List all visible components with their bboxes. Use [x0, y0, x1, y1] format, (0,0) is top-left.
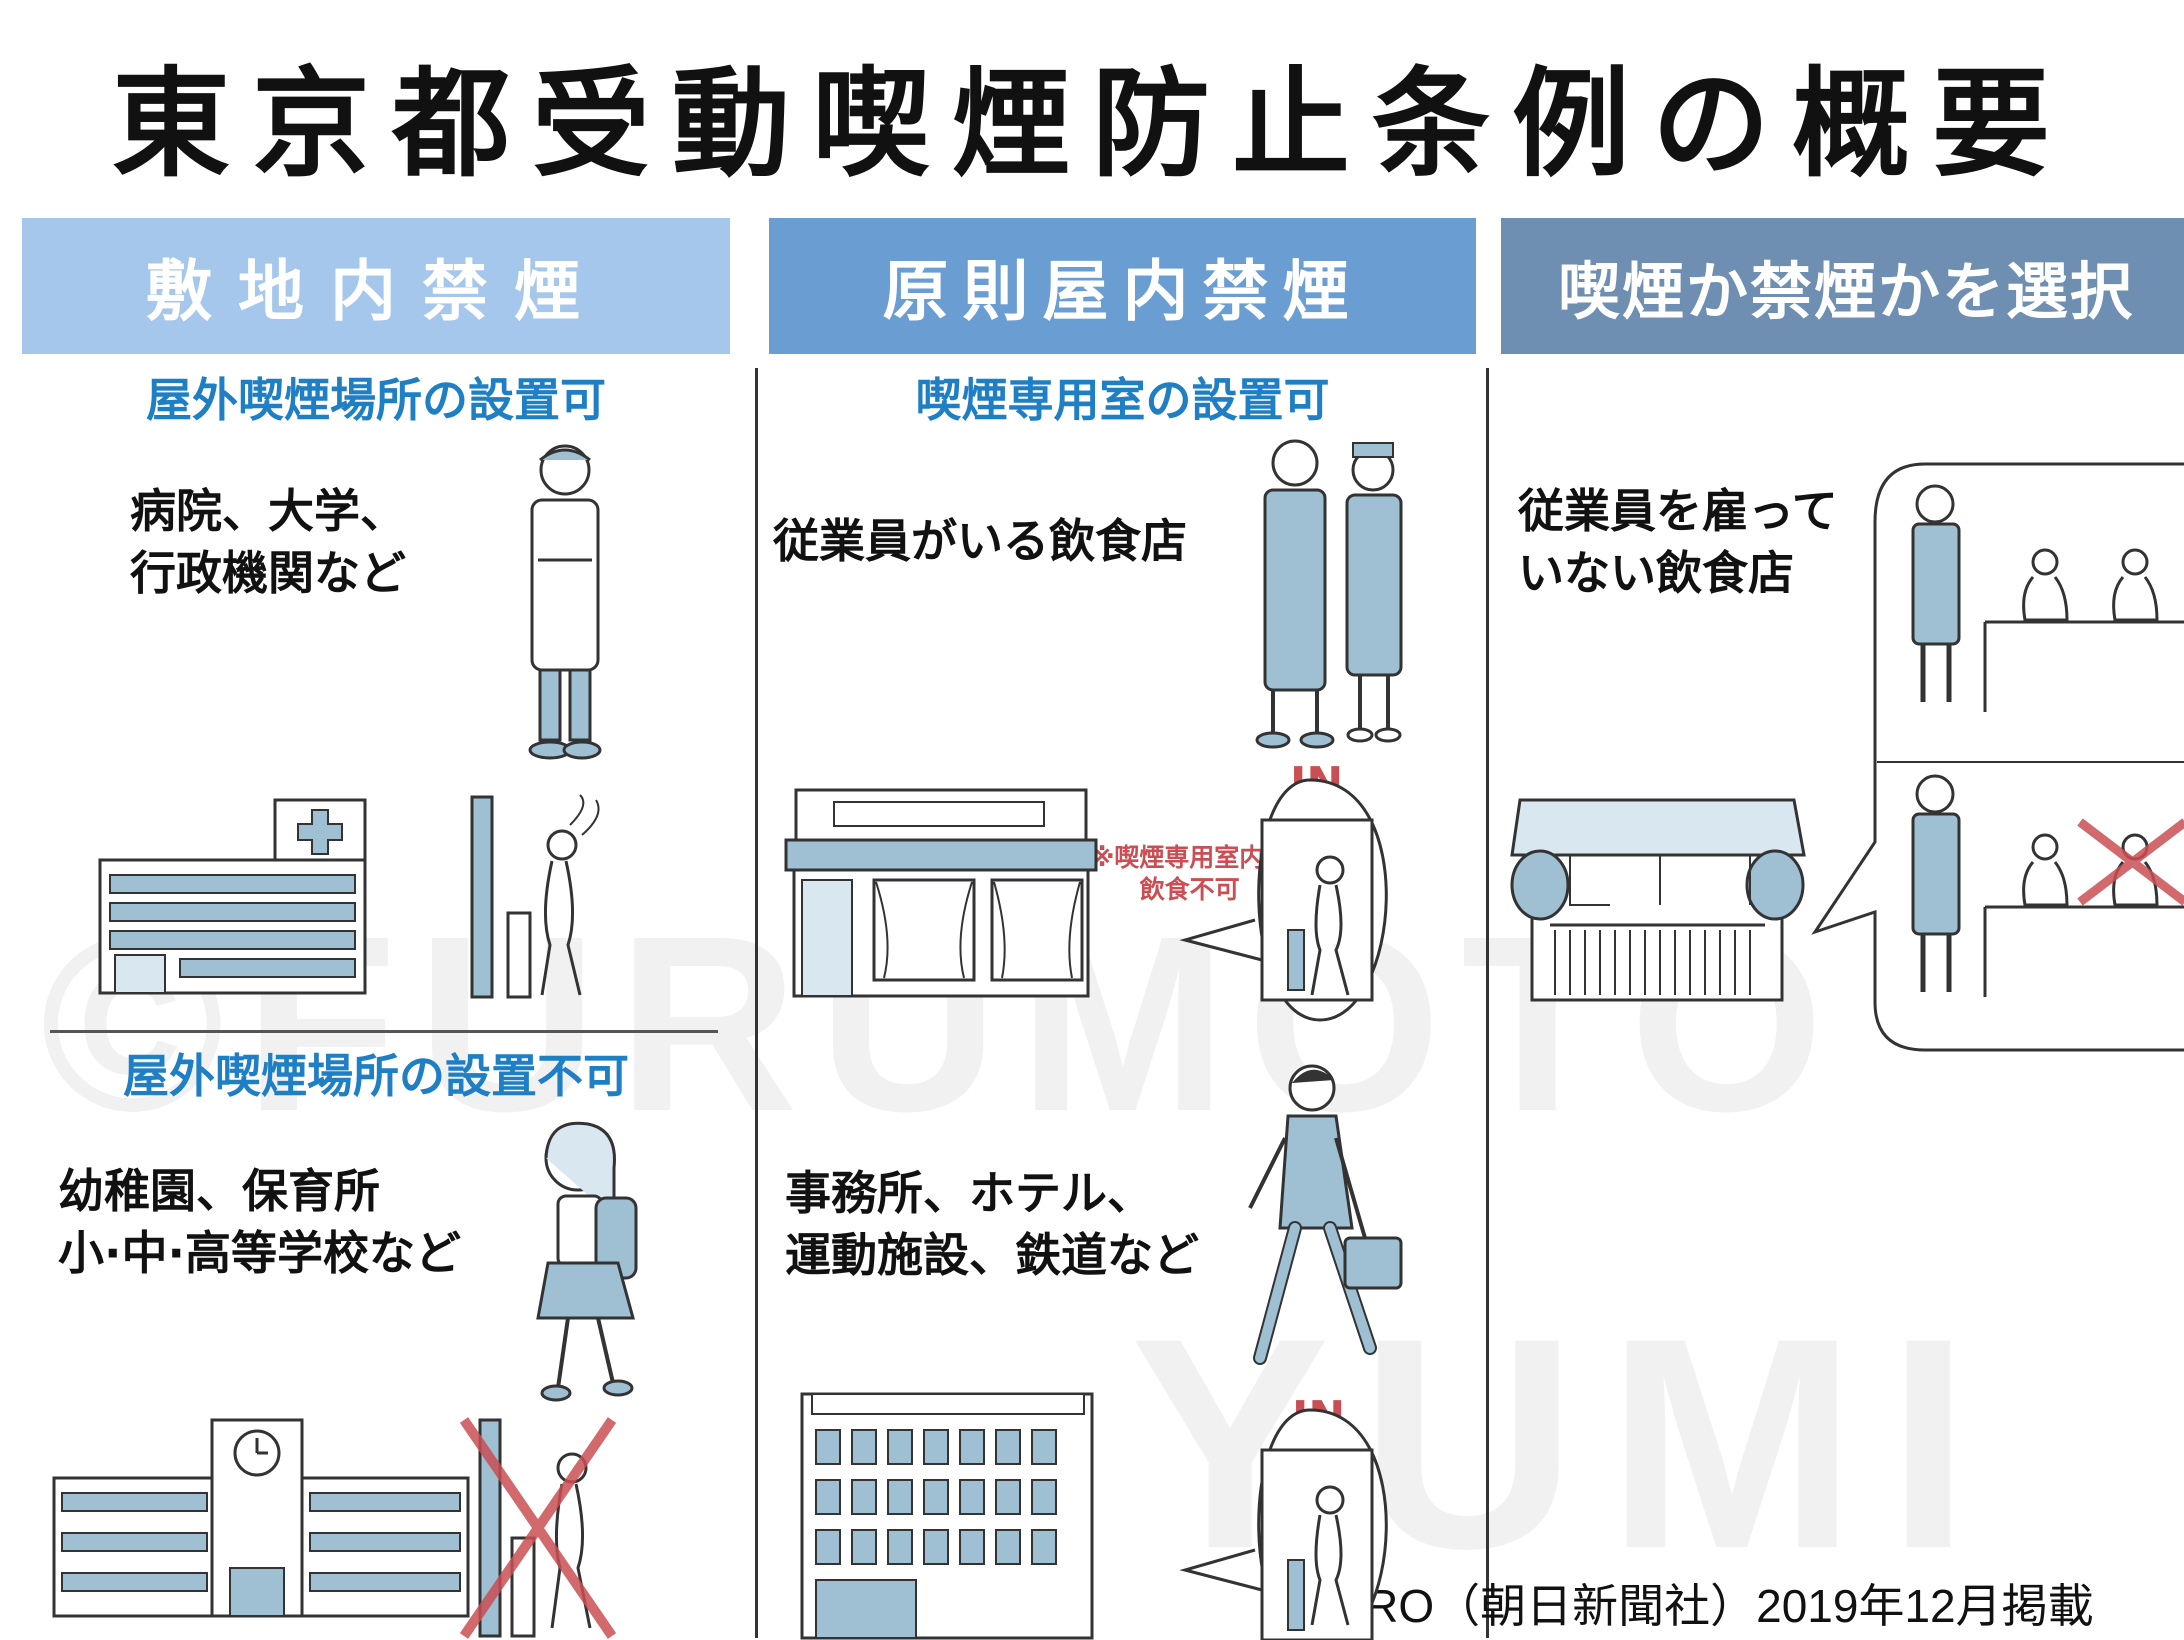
- girl-student-icon: [536, 1121, 638, 1402]
- prohibited-smoker-icon: [459, 1417, 617, 1639]
- column-divider: [755, 368, 758, 1638]
- school-icon: [52, 1418, 470, 1618]
- restaurant-building-icon: [784, 788, 1098, 998]
- subtitle-smoking-room-allowed: 喫煙専用室の設置可: [915, 373, 1330, 427]
- doctor-icon: [528, 444, 602, 760]
- column-divider: [1486, 368, 1489, 1638]
- category-restaurants-with-staff: 従業員がいる飲食店: [773, 514, 1187, 568]
- column-header-premises-ban: 敷地内禁煙: [22, 218, 730, 354]
- note-no-eating-in-smoking-room: ※喫煙専用室内の 飲食不可: [1090, 843, 1290, 904]
- small-restaurant-icon: [1510, 798, 1806, 1002]
- hospital-icon: [98, 798, 367, 995]
- smoking-room-bubble-icon: [1179, 778, 1388, 1022]
- credit-line: DANRO（朝日新聞社）2019年12月掲載: [1268, 1580, 2094, 1632]
- column-header-indoor-ban: 原則屋内禁煙: [769, 218, 1476, 354]
- category-restaurants-without-staff: 従業員を雇って いない飲食店: [1518, 484, 1838, 600]
- category-schools: 幼稚園、保育所 小·中·高等学校など: [58, 1164, 461, 1280]
- businessman-icon: [1248, 1064, 1403, 1365]
- subtitle-outdoor-smoking-allowed: 屋外喫煙場所の設置可: [146, 373, 606, 427]
- choice-bubble-icon: [1811, 462, 2184, 1052]
- office-building-icon: [800, 1392, 1094, 1640]
- restaurant-staff-icon: [1255, 439, 1403, 749]
- category-hospitals: 病院、大学、 行政機関など: [130, 484, 406, 600]
- smoking-room-bubble-icon-bottom: [1179, 1408, 1388, 1640]
- section-divider: [50, 1030, 718, 1033]
- outdoor-smoker-icon: [470, 794, 600, 999]
- page-title: 東京都受動喫煙防止条例の概要: [111, 55, 2072, 193]
- subtitle-outdoor-smoking-not-allowed: 屋外喫煙場所の設置不可: [123, 1049, 629, 1103]
- category-offices-hotels: 事務所、ホテル、 運動施設、鉄道など: [785, 1166, 1199, 1282]
- column-header-choice: 喫煙か禁煙かを選択: [1501, 218, 2184, 354]
